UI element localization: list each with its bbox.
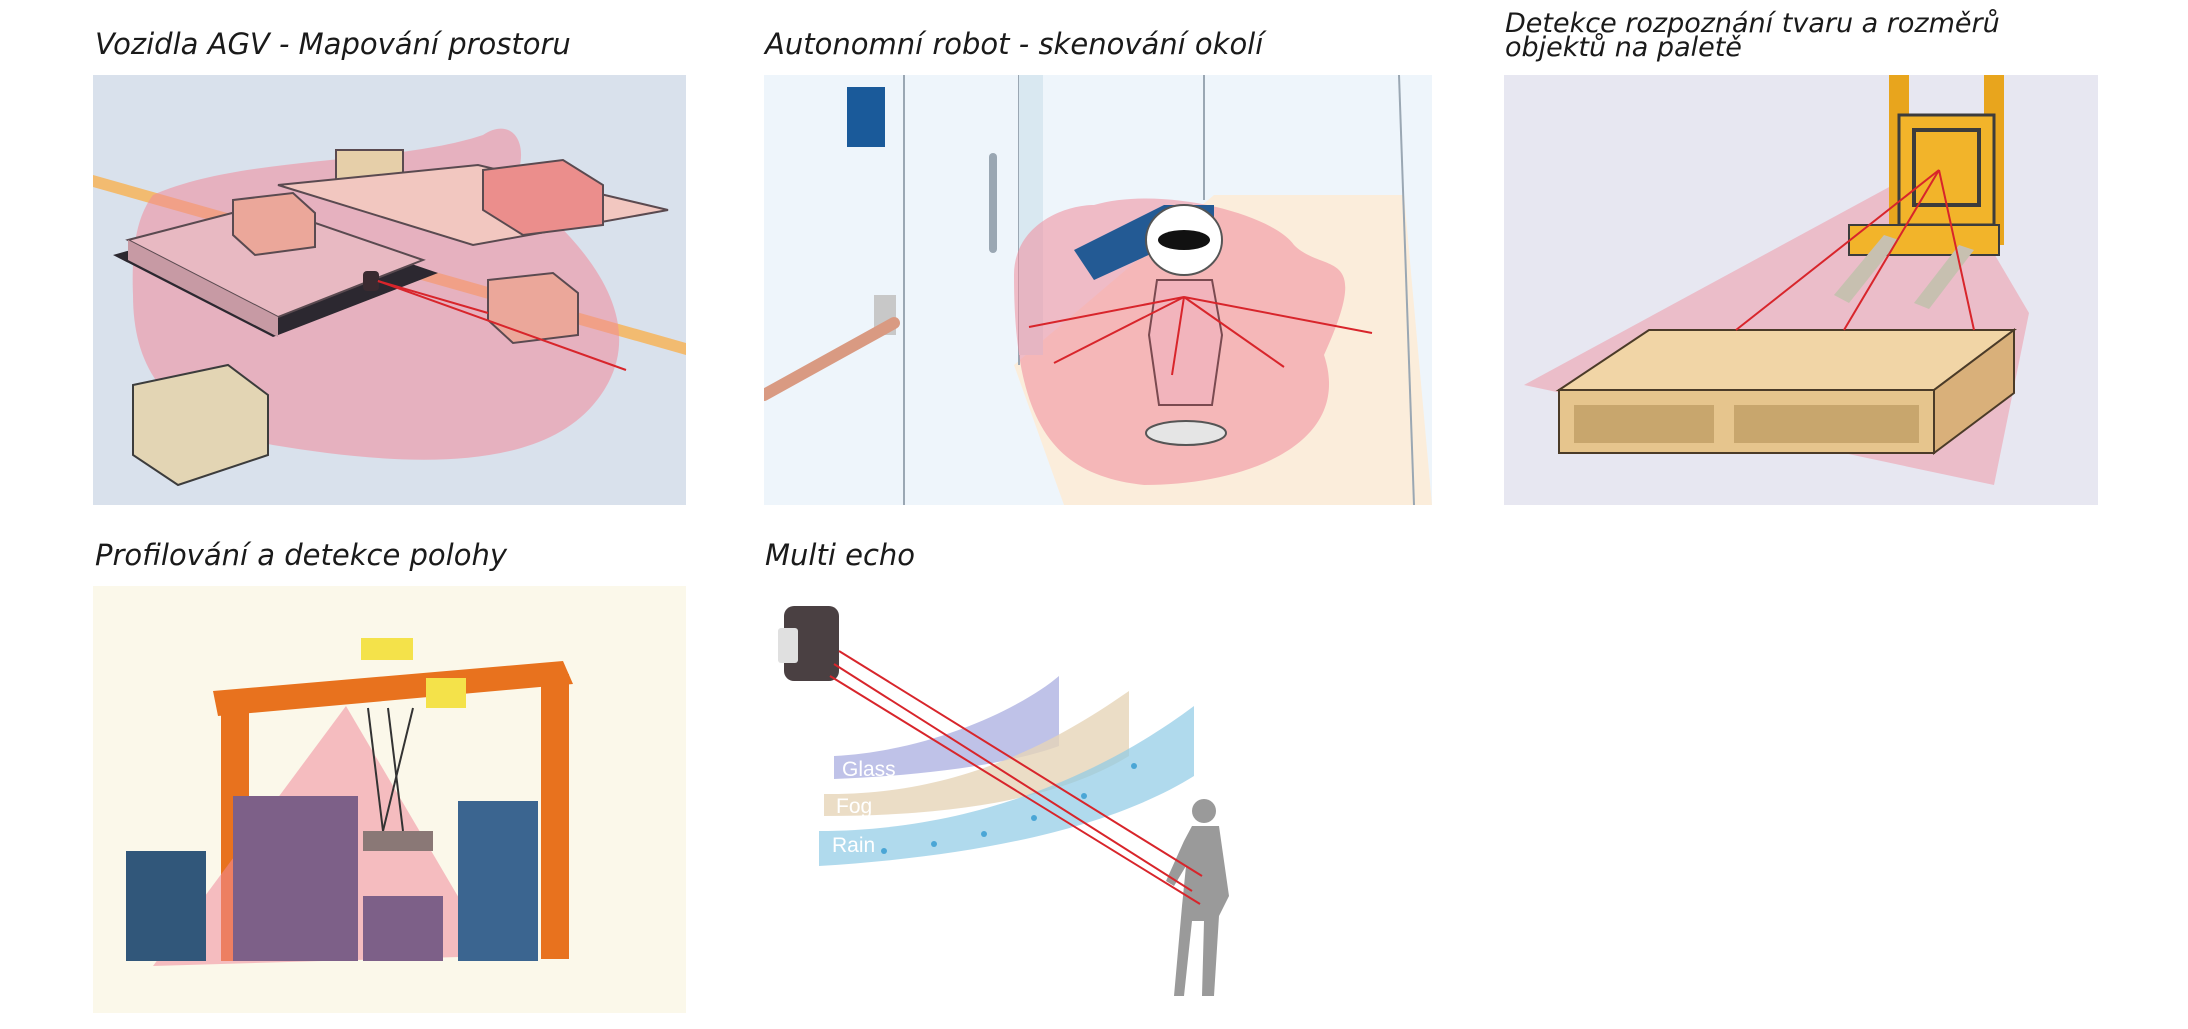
box-floor <box>487 271 579 345</box>
caption-multi-echo: Multi echo <box>765 538 916 572</box>
trolley <box>426 678 466 708</box>
scan-beam <box>377 280 627 371</box>
box-red <box>482 158 604 237</box>
caption-autonomous-robot: Autonomní robot - skenování okolí <box>765 27 1264 61</box>
rain-label: Rain <box>832 834 875 857</box>
scan-beam <box>377 280 489 314</box>
pallet-opening <box>1734 405 1919 443</box>
forklift-pallet-illustration <box>1504 75 2098 505</box>
crane-beam <box>213 661 573 716</box>
rain-layer <box>819 706 1194 866</box>
lidar-sensor <box>363 271 379 291</box>
door-handle <box>989 153 997 253</box>
agv-mapping-illustration <box>93 75 686 505</box>
fog-layer <box>824 691 1129 816</box>
wall-edge <box>1398 75 1415 505</box>
fog-label: Fog <box>836 795 872 818</box>
robot-visor <box>1158 230 1210 250</box>
lidar-device <box>784 606 839 681</box>
robot-base <box>1145 420 1227 446</box>
pallet-opening <box>1574 405 1714 443</box>
caption-profiling: Profilování a detekce polohy <box>95 538 508 572</box>
caption-agv-mapping: Vozidla AGV - Mapování prostoru <box>95 27 571 61</box>
lidar-device-side <box>778 628 798 663</box>
person-silhouette <box>1166 799 1229 996</box>
caption-pallet-detection: Detekce rozpoznání tvaru a rozměrů objek… <box>1505 8 2000 63</box>
laser-beams <box>829 650 1203 905</box>
glass-label: Glass <box>842 758 896 781</box>
handrail <box>764 317 900 401</box>
agv-top <box>125 203 426 319</box>
containers <box>126 796 538 961</box>
scan-beams <box>1028 296 1373 376</box>
pallet-side <box>1933 328 2015 455</box>
room-sign <box>847 87 885 147</box>
gantry-crane-illustration <box>93 586 686 1013</box>
spreader <box>363 831 433 851</box>
trolley <box>361 638 413 660</box>
crane-leg <box>541 674 569 959</box>
multi-echo-illustration: Glass Fog Rain <box>764 586 1284 1026</box>
autonomous-robot-illustration <box>764 75 1432 505</box>
rain-drops <box>881 763 1137 854</box>
scan-beams <box>1735 169 1975 331</box>
box-beige <box>132 363 269 487</box>
hoist-cables <box>367 707 414 832</box>
agv-side <box>128 240 278 337</box>
fork <box>1834 235 1899 303</box>
box-on-agv <box>232 191 316 257</box>
